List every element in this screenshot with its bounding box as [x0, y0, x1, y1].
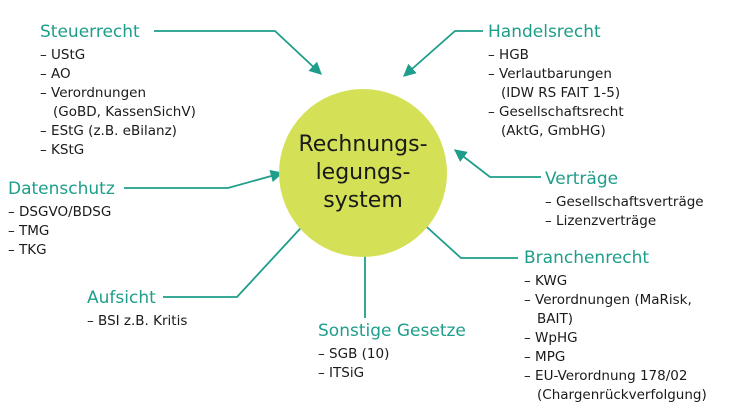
group-title: Sonstige Gesetze — [318, 321, 466, 341]
group-title: Steuerrecht — [40, 22, 140, 42]
list-item: – DSGVO/BDSG — [8, 203, 115, 222]
list-item: – WpHG — [524, 329, 707, 348]
group-title: Branchenrecht — [524, 248, 650, 268]
list-item: – BSI z.B. Kritis — [87, 312, 187, 331]
list-item-continuation: (GoBD, KassenSichV) — [53, 104, 196, 120]
list-item: – Verordnungen (MaRisk, BAIT) — [524, 291, 707, 329]
list-item-text: – Gesellschaftsrecht — [488, 104, 624, 120]
list-item-text: – Verordnungen — [40, 85, 147, 101]
list-item: – Verordnungen (GoBD, KassenSichV) — [40, 84, 196, 122]
list-item-text: – MPG — [524, 349, 566, 365]
list-item-text: – DSGVO/BDSG — [8, 204, 112, 220]
list-item-text: – Verlautbarungen — [488, 66, 612, 82]
group-title: Datenschutz — [8, 179, 115, 199]
group-branchenrecht: Branchenrecht – KWG – Verordnungen (MaRis… — [524, 247, 707, 405]
list-item: – MPG — [524, 348, 707, 367]
center-line-3: system — [323, 188, 403, 213]
group-items: – BSI z.B. Kritis — [87, 312, 187, 331]
list-item: – TKG — [8, 241, 115, 260]
list-item: – AO — [40, 65, 196, 84]
list-item-text: – KWG — [524, 273, 568, 289]
list-item: – EStG (z.B. eBilanz) — [40, 122, 196, 141]
list-item-text: – KStG — [40, 142, 85, 158]
list-item: – KStG — [40, 141, 196, 160]
group-steuerrecht: Steuerrecht – UStG – AO – Verordnungen (GoB… — [40, 21, 196, 160]
group-vertraege: Verträge – Gesellschaftsverträge – Lizenz… — [545, 168, 704, 231]
list-item: – ITSiG — [318, 364, 466, 383]
list-item: – Gesellschaftsrecht (AktG, GmbHG) — [488, 103, 624, 141]
list-item-text: – SGB (10) — [318, 346, 390, 362]
list-item-continuation: BAIT) — [537, 311, 573, 327]
arrow-aufsicht — [163, 217, 311, 298]
group-items: – KWG– Verordnungen (MaRisk,BAIT)– WpHG–… — [524, 272, 707, 405]
list-item-text: – AO — [40, 66, 71, 82]
list-item-text: – TKG — [8, 242, 47, 258]
list-item-text: – Lizenzverträge — [545, 213, 657, 229]
list-item-text: – TMG — [8, 223, 50, 239]
list-item-text: – EStG (z.B. eBilanz) — [40, 123, 177, 139]
group-items: – UStG – AO – Verordnungen (GoBD, KassenSic… — [40, 46, 196, 160]
list-item: – Gesellschaftsverträge — [545, 193, 704, 212]
list-item-text: – WpHG — [524, 330, 578, 346]
list-item-text: – HGB — [488, 47, 529, 63]
list-item-text: – Gesellschaftsverträge — [545, 194, 704, 210]
arrow-handelsrecht — [403, 30, 483, 77]
list-item-continuation: (Chargenrückverfolgung) — [537, 387, 707, 403]
group-items: – SGB (10) – ITSiG — [318, 345, 466, 383]
group-aufsicht: Aufsicht – BSI z.B. Kritis — [87, 287, 187, 331]
group-items: – DSGVO/BDSG – TMG – TKG — [8, 203, 115, 260]
group-title: Verträge — [545, 169, 619, 189]
list-item-text: – BSI z.B. Kritis — [87, 313, 188, 329]
list-item: – Verlautbarungen (IDW RS FAIT 1-5) — [488, 65, 624, 103]
list-item: – HGB — [488, 46, 624, 65]
list-item: – UStG — [40, 46, 196, 65]
list-item: – KWG — [524, 272, 707, 291]
arrow-vertraege — [454, 149, 541, 178]
list-item: – TMG — [8, 222, 115, 241]
group-sonstige: Sonstige Gesetze – SGB (10) – ITSiG — [318, 320, 466, 383]
list-item-continuation: (IDW RS FAIT 1-5) — [501, 85, 621, 101]
group-datenschutz: Datenschutz – DSGVO/BDSG – TMG – TKG — [8, 178, 115, 260]
group-items: – HGB– Verlautbarungen(IDW RS FAIT 1-5)–… — [488, 46, 624, 141]
list-item-continuation: (AktG, GmbHG) — [501, 123, 606, 139]
group-title: Aufsicht — [87, 288, 156, 308]
list-item: – SGB (10) — [318, 345, 466, 364]
center-circle: Rechnungs- legungs- system — [279, 89, 447, 257]
center-line-2: legungs- — [315, 160, 411, 185]
list-item-text: – EU-Verordnung 178/02 — [524, 368, 688, 384]
list-item-text: – UStG — [40, 47, 86, 63]
group-handelsrecht: Handelsrecht – HGB – Verlautbarungen (IDW … — [488, 21, 624, 141]
arrow-branchenrecht — [417, 218, 518, 259]
group-items: – Gesellschaftsverträge – Lizenzverträge — [545, 193, 704, 231]
group-title: Handelsrecht — [488, 22, 601, 42]
arrow-steuerrecht — [154, 30, 322, 75]
list-item-text: – ITSiG — [318, 365, 365, 381]
list-item-text: – Verordnungen (MaRisk, — [524, 292, 692, 308]
list-item: – EU-Verordnung 178/02 (Chargenrückverfol… — [524, 367, 707, 405]
center-line-1: Rechnungs- — [298, 132, 428, 157]
arrow-datenschutz — [124, 169, 284, 189]
list-item: – Lizenzverträge — [545, 212, 704, 231]
